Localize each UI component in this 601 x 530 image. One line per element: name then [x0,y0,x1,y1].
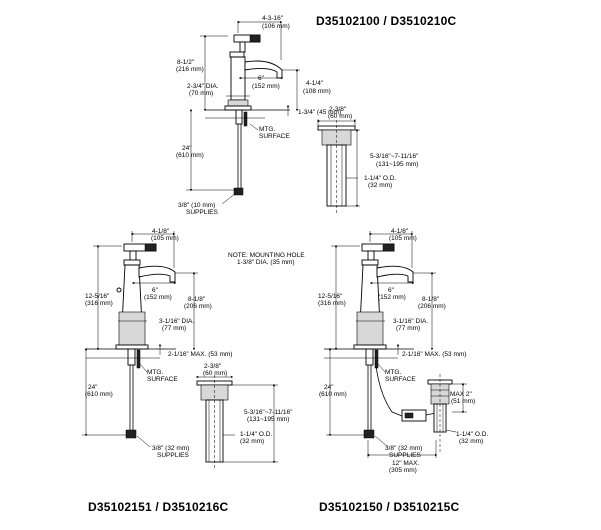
bl-drain-od-label: 1-1/4" O.D. [240,431,272,438]
bl-drain-od-mm: (32 mm) [240,438,264,445]
bl-drain-range-label: 5-3/16"~7-11/16" [244,409,293,416]
bl-faucet-supply-length-mm: (610 mm) [85,391,113,398]
top-drain-od-mm: (32 mm) [368,182,392,189]
top-faucet-max-deck-label: 1-3/4" (45 mm) [298,109,341,116]
top-drain-flange-label: 2-3/8" [329,106,347,113]
top-faucet-drawing: 4-3-16" (106 mm) 8-1/2" (216 mm) 6" (152… [176,15,341,216]
bottom-left-drain-drawing: 2-3/8" (60 mm) 5-3/16"~7-11/16" (131~195… [195,363,293,468]
bl-faucet-reach-mm: (105 mm) [151,235,179,242]
br-faucet-surface-label: SURFACE [385,376,416,383]
top-faucet-depth-mm: (152 mm) [252,83,280,90]
bl-faucet-depth-mm: (152 mm) [144,294,172,301]
top-faucet-mtg-label: MTG. [259,126,275,133]
top-faucet-supplies-size: 3/8" (10 mm) [178,202,215,209]
mounting-hole-note-line1: NOTE: MOUNTING HOLE [228,252,305,259]
mounting-hole-note-line2: 1-3/8" DIA. (35 mm) [237,259,295,266]
bottom-left-faucet-drawing: 4-1/8" (105 mm) 12-5/16" (316 mm) 6" (15… [82,228,232,459]
bl-drain-flange-label: 2-3/8" [204,363,222,370]
bl-faucet-surface-label: SURFACE [147,376,178,383]
bottom-right-drain-drawing: MAX 2" (51 mm) 1-1/4" O.D. (32 mm) [427,374,488,452]
br-faucet-supply-length-label: 24" [324,384,334,391]
top-drain-od-label: 1-1/4" O.D. [364,175,396,182]
br-faucet-depth-label: 6" [388,287,395,294]
top-drain-flange-mm: (60 mm) [328,113,352,120]
bl-faucet-base-dia-mm: (77 mm) [162,325,186,332]
drawing-title-bottom-left: D35102151 / D3510216C [88,500,229,514]
top-faucet-height-label: 8-1/2" [177,59,195,66]
br-drain-max-label: MAX 2" [450,391,473,398]
top-faucet-height-mm: (216 mm) [176,66,204,73]
top-drain-range-mm: (131~195 mm) [376,161,418,168]
bl-faucet-spout-height-label: 8-1/8" [188,296,206,303]
br-faucet-max-deck-label: 2-1/16" MAX. (53 mm) [402,351,466,358]
bl-faucet-reach-label: 4-1/8" [152,228,170,235]
bl-faucet-mtg-label: MTG. [147,369,163,376]
top-faucet-base-dia-mm: (70 mm) [189,90,213,97]
drawing-title-top: D35102100 / D3510210C [316,14,457,28]
top-faucet-reach-mm: (106 mm) [262,23,290,30]
br-drain-od-mm: (32 mm) [459,438,483,445]
drawing-title-bottom-right: D35102150 / D3510215C [319,500,460,514]
br-faucet-base-dia-mm: (77 mm) [396,325,420,332]
br-faucet-height-mm: (316 mm) [318,300,346,307]
top-drain-range-label: 5-3/16"~7-11/16" [370,153,419,160]
br-drain-max-mm: (51 mm) [451,398,475,405]
br-faucet-mtg-label: MTG. [385,369,401,376]
top-faucet-spout-height-label: 4-1/4" [306,80,324,87]
br-faucet-reach-label: 4-1/8" [391,228,409,235]
bl-drain-flange-mm: (60 mm) [203,370,227,377]
br-faucet-reach-mm: (105 mm) [389,235,417,242]
bl-faucet-spout-height-mm: (206 mm) [184,303,212,310]
br-faucet-base-dia-label: 3-1/16" DIA. [393,318,428,325]
bl-faucet-base-dia-label: 3-1/16" DIA. [159,318,194,325]
top-faucet-supply-length-label: 24" [182,145,192,152]
bottom-right-faucet-drawing: 4-1/8" (105 mm) 12-5/16" (316 mm) 6" (15… [318,228,466,474]
bl-faucet-depth-label: 6" [152,287,159,294]
top-faucet-base-dia-label: 2-3/4" DIA. [187,83,219,90]
br-faucet-rod-max-mm: (305 mm) [389,467,417,474]
bl-faucet-supply-length-label: 24" [88,384,98,391]
bl-faucet-max-deck-label: 2-1/16" MAX. (53 mm) [168,351,232,358]
bl-faucet-height-label: 12-5/16" [85,293,110,300]
br-faucet-rod-max-label: 12" MAX. [392,460,419,467]
top-faucet-surface-label: SURFACE [259,133,290,140]
top-drain-drawing: 2-3/8" (60 mm) 5-3/16"~7-11/16" (131~195… [316,106,419,214]
bl-faucet-supplies-size: 3/8" (32 mm) [152,445,189,452]
bl-drain-range-mm: (131~195 mm) [247,416,289,423]
br-drain-od-label: 1-1/4" O.D. [456,431,488,438]
br-faucet-supplies-size: 3/8" (32 mm) [385,445,422,452]
top-faucet-supply-length-mm: (610 mm) [176,152,204,159]
br-faucet-supply-length-mm: (610 mm) [319,391,347,398]
br-faucet-spout-height-mm: (206 mm) [418,303,446,310]
bl-faucet-supplies-label: SUPPLIES [157,452,189,459]
bl-faucet-height-mm: (316 mm) [85,300,113,307]
top-faucet-depth-label: 6" [258,75,265,82]
top-faucet-spout-height-mm: (108 mm) [303,88,331,95]
br-faucet-supplies-label: SUPPLIES [389,452,421,459]
br-faucet-height-label: 12-5/16" [318,293,343,300]
top-faucet-reach-label: 4-3-16" [262,15,284,22]
top-faucet-supplies-label: SUPPLIES [186,209,218,216]
br-faucet-spout-height-label: 8-1/8" [422,296,440,303]
br-faucet-depth-mm: (152 mm) [378,294,406,301]
